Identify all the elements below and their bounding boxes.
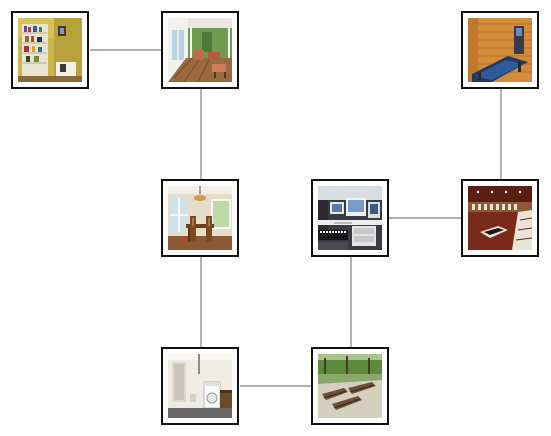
node-basement-bar[interactable] xyxy=(461,179,539,257)
patio-photo xyxy=(318,354,382,418)
basement-bar-photo xyxy=(468,186,532,250)
laundry-room-photo xyxy=(168,354,232,418)
node-laundry-room[interactable] xyxy=(161,347,239,425)
sauna-photo xyxy=(468,18,532,82)
node-sunporch[interactable] xyxy=(161,11,239,89)
computer-room-photo xyxy=(318,186,382,250)
node-dining-room[interactable] xyxy=(161,179,239,257)
node-patio[interactable] xyxy=(311,347,389,425)
node-computer-room[interactable] xyxy=(311,179,389,257)
sunporch-photo xyxy=(168,18,232,82)
dining-room-photo xyxy=(168,186,232,250)
bookshelf-room-photo xyxy=(18,18,82,82)
node-sauna[interactable] xyxy=(461,11,539,89)
node-bookshelf-room[interactable] xyxy=(11,11,89,89)
